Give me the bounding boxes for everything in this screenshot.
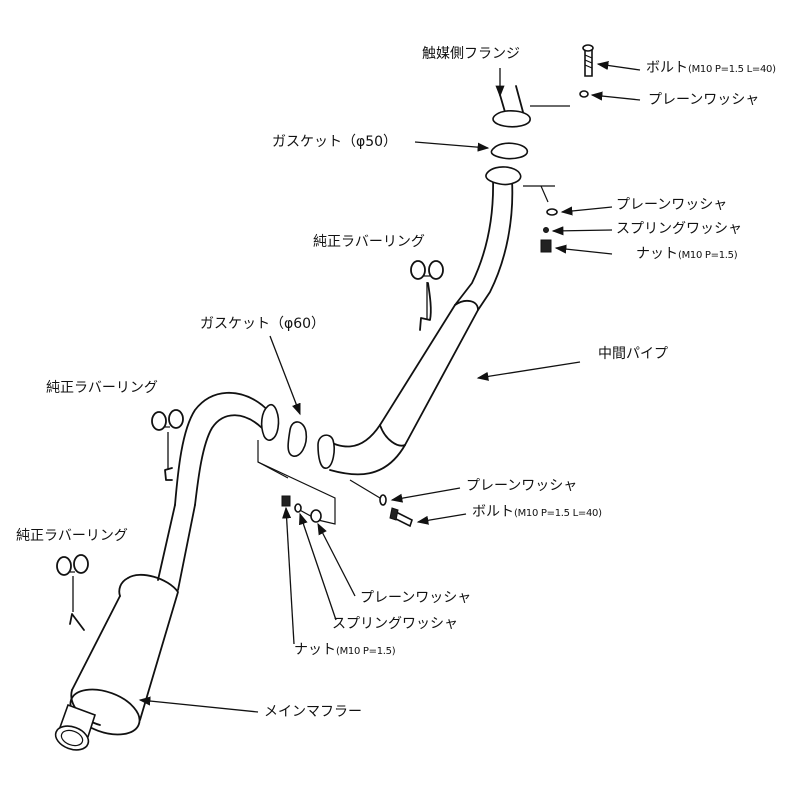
label-nut-bottom: ナット(M10 P=1.5) (294, 642, 396, 660)
rubber-ring-icon-1 (410, 260, 444, 280)
label-catalyst-flange: 触媒側フランジ (422, 46, 520, 62)
rubber-ring-icon-2 (151, 409, 184, 431)
label-bolt-top-spec: (M10 P=1.5 L=40) (688, 64, 776, 75)
label-main-muffler: メインマフラー (264, 704, 362, 720)
label-bolt-mid-name: ボルト (472, 504, 514, 520)
gasket-50 (490, 142, 529, 160)
leader-lines (72, 60, 641, 713)
label-gasket-50: ガスケット（φ50） (272, 134, 398, 150)
label-bolt-top-name: ボルト (646, 60, 688, 76)
label-rubber-ring-1: 純正ラバーリング (313, 234, 425, 250)
label-plain-washer-top: プレーンワッシャ (648, 92, 760, 108)
top-bolt (579, 44, 594, 98)
label-rubber-ring-2: 純正ラバーリング (46, 380, 158, 396)
label-bolt-top: ボルト(M10 P=1.5 L=40) (646, 60, 776, 78)
mid-bolt (349, 479, 413, 528)
label-plain-washer-right: プレーンワッシャ (616, 197, 728, 213)
rubber-ring-icon-3 (56, 554, 89, 576)
main-pipe-and-muffler (54, 391, 280, 751)
label-nut-right: ナット(M10 P=1.5) (636, 246, 738, 264)
label-bolt-mid: ボルト(M10 P=1.5 L=40) (472, 504, 602, 522)
label-plain-washer-mid: プレーンワッシャ (466, 478, 578, 494)
label-bolt-mid-spec: (M10 P=1.5 L=40) (514, 508, 602, 519)
label-gasket-60: ガスケット（φ60） (200, 316, 326, 332)
label-nut-bottom-spec: (M10 P=1.5) (336, 646, 396, 657)
label-plain-washer-bottom: プレーンワッシャ (360, 590, 472, 606)
right-fasteners (540, 208, 558, 253)
label-nut-bottom-name: ナット (294, 642, 336, 658)
gasket-60 (287, 421, 308, 457)
bottom-fasteners (281, 495, 322, 523)
label-nut-right-name: ナット (636, 246, 678, 262)
label-rubber-ring-3: 純正ラバーリング (16, 528, 128, 544)
center-pipe (317, 166, 522, 476)
label-spring-washer-right: スプリングワッシャ (616, 221, 742, 237)
label-spring-washer-bottom: スプリングワッシャ (332, 616, 458, 632)
catalyst-flange (492, 85, 570, 203)
label-nut-right-spec: (M10 P=1.5) (678, 250, 738, 261)
label-center-pipe: 中間パイプ (598, 346, 668, 362)
